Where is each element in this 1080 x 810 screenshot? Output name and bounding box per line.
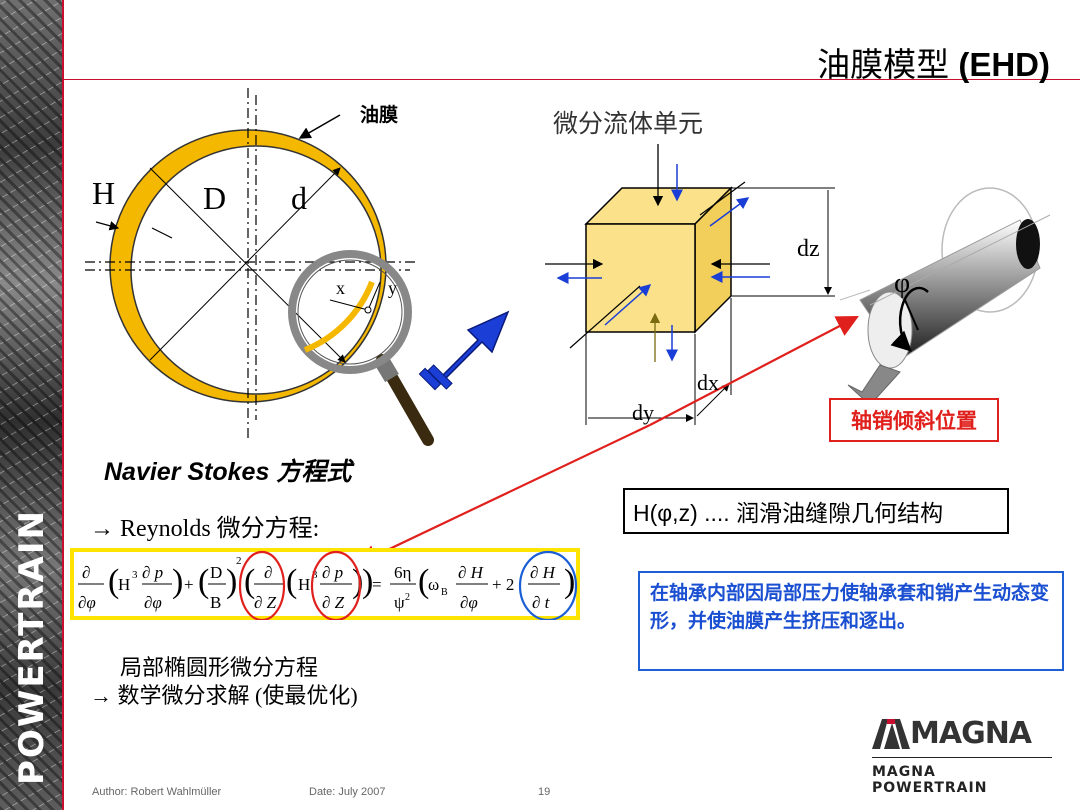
label-dz: dz — [797, 236, 820, 262]
logo-row: MAGNA — [872, 716, 1052, 751]
eq-t2-h: H — [298, 575, 310, 594]
eq-t1-num: ∂ — [82, 563, 90, 582]
navier-cn: 方程式 — [276, 457, 352, 486]
eq-ratio-num: D — [210, 563, 222, 582]
label-dy: dy — [632, 400, 654, 425]
eq-t2-pow: 3 — [312, 569, 318, 581]
red-pointer-arrow — [356, 424, 651, 566]
eq-dt-den: ∂ t — [532, 593, 551, 612]
geometry-prefix: H(φ,z) .... — [633, 500, 730, 526]
title-en: (EHD) — [958, 46, 1050, 83]
element-label: 微分流体单元 — [553, 111, 704, 138]
eq-t1-pow: 3 — [132, 569, 138, 581]
svg-text:(: ( — [198, 563, 209, 600]
deformation-note: 在轴承内部因局部压力使轴承套和销产生动态变形，并使油膜产生挤压和逐出。 — [638, 571, 1064, 671]
bearing-ring — [85, 88, 415, 440]
magnifier — [288, 250, 434, 446]
label-y: y — [388, 278, 397, 298]
eq-rhs-pow: 2 — [405, 592, 410, 603]
eq-rhs-num: 6η — [394, 563, 411, 582]
svg-text:): ) — [362, 563, 373, 600]
eq-t2-den: ∂ Z — [254, 593, 277, 612]
magna-logo: MAGNA MAGNA POWERTRAIN — [872, 716, 1052, 796]
label-dx: dx — [697, 370, 719, 395]
vertical-divider — [62, 0, 64, 810]
equation-svg: ∂ ∂φ ( H 3 ∂ p ∂φ ) + ( D B ) 2 ( ∂ ∂ Z … — [78, 550, 578, 620]
eq-t1-in-num: ∂ p — [142, 563, 163, 582]
sidebar: POWERTRAIN — [0, 0, 62, 810]
reynolds-line: → Reynolds 微分方程: — [90, 516, 320, 542]
label-phi: φ — [894, 268, 911, 299]
title-cn: 油膜模型 — [817, 45, 950, 84]
svg-text:): ) — [564, 563, 575, 600]
footer-author: Author: Robert Wahlmüller — [92, 786, 222, 798]
svg-text:(: ( — [108, 563, 119, 600]
eq-ratio-den: B — [210, 593, 221, 612]
eq-dh-num: ∂ H — [458, 563, 485, 582]
footer-date: Date: July 2007 — [309, 786, 386, 798]
eq-t1-den: ∂φ — [78, 593, 96, 612]
page-title: 油膜模型 (EHD) — [817, 38, 1050, 86]
logo-sub: MAGNA POWERTRAIN — [872, 757, 1052, 796]
svg-text:(: ( — [286, 563, 297, 600]
logo-name: MAGNA — [910, 716, 1032, 751]
header-divider — [62, 79, 1080, 80]
eq-t1-h: H — [118, 575, 130, 594]
label-H: H — [92, 175, 116, 211]
geometry-box: H(φ,z) .... 润滑油缝隙几何结构 — [623, 488, 1009, 534]
svg-text:): ) — [226, 563, 237, 600]
eq-t2-in-den: ∂ Z — [322, 593, 345, 612]
highlight-red-2 — [238, 550, 286, 620]
eq-omega: ω — [428, 575, 439, 594]
eq-t2-num: ∂ — [264, 563, 272, 582]
eq-plus2: + 2 — [492, 575, 514, 594]
svg-text:(: ( — [418, 563, 429, 600]
svg-text:(: ( — [244, 563, 255, 600]
pin-tilt-sketch — [839, 187, 1051, 406]
eq-t2-in-num: ∂ p — [322, 563, 343, 582]
sidebar-texture — [0, 0, 62, 810]
highlight-blue — [518, 550, 578, 620]
reynolds-equation: ∂ ∂φ ( H 3 ∂ p ∂φ ) + ( D B ) 2 ( ∂ ∂ Z … — [70, 548, 580, 620]
svg-text:): ) — [172, 563, 183, 600]
eq-dh-den: ∂φ — [460, 593, 478, 612]
transition-arrow — [418, 310, 510, 391]
highlight-red-1 — [310, 550, 362, 620]
eq-rhs-den: ψ — [394, 593, 405, 612]
red-pointer-arrow-2 — [649, 315, 859, 426]
eq-plus1: + — [184, 575, 194, 594]
oil-film-label: 油膜 — [360, 104, 399, 126]
fluid-element-cube — [545, 144, 835, 425]
svg-text:): ) — [352, 563, 363, 600]
eq-omega-sub: B — [441, 587, 448, 598]
pin-tilt-label: 轴销倾斜位置 — [829, 398, 999, 442]
magna-logo-icon — [872, 718, 910, 749]
math-solve-text: → 数学微分求解 (使最优化) — [90, 683, 358, 708]
geometry-cn: 润滑油缝隙几何结构 — [736, 501, 944, 527]
eq-t1-in-den: ∂φ — [144, 593, 162, 612]
navier-en: Navier Stokes — [104, 458, 270, 486]
label-d: d — [291, 180, 307, 216]
local-equation-text: 局部椭圆形微分方程 — [120, 655, 319, 680]
label-x: x — [336, 278, 345, 298]
eq-equals: = — [372, 575, 382, 594]
eq-ratio-pow: 2 — [236, 555, 242, 567]
navier-stokes-heading: Navier Stokes 方程式 — [104, 452, 351, 488]
eq-dt-num: ∂ H — [530, 563, 557, 582]
label-D: D — [203, 180, 227, 216]
footer-page: 19 — [538, 786, 551, 798]
